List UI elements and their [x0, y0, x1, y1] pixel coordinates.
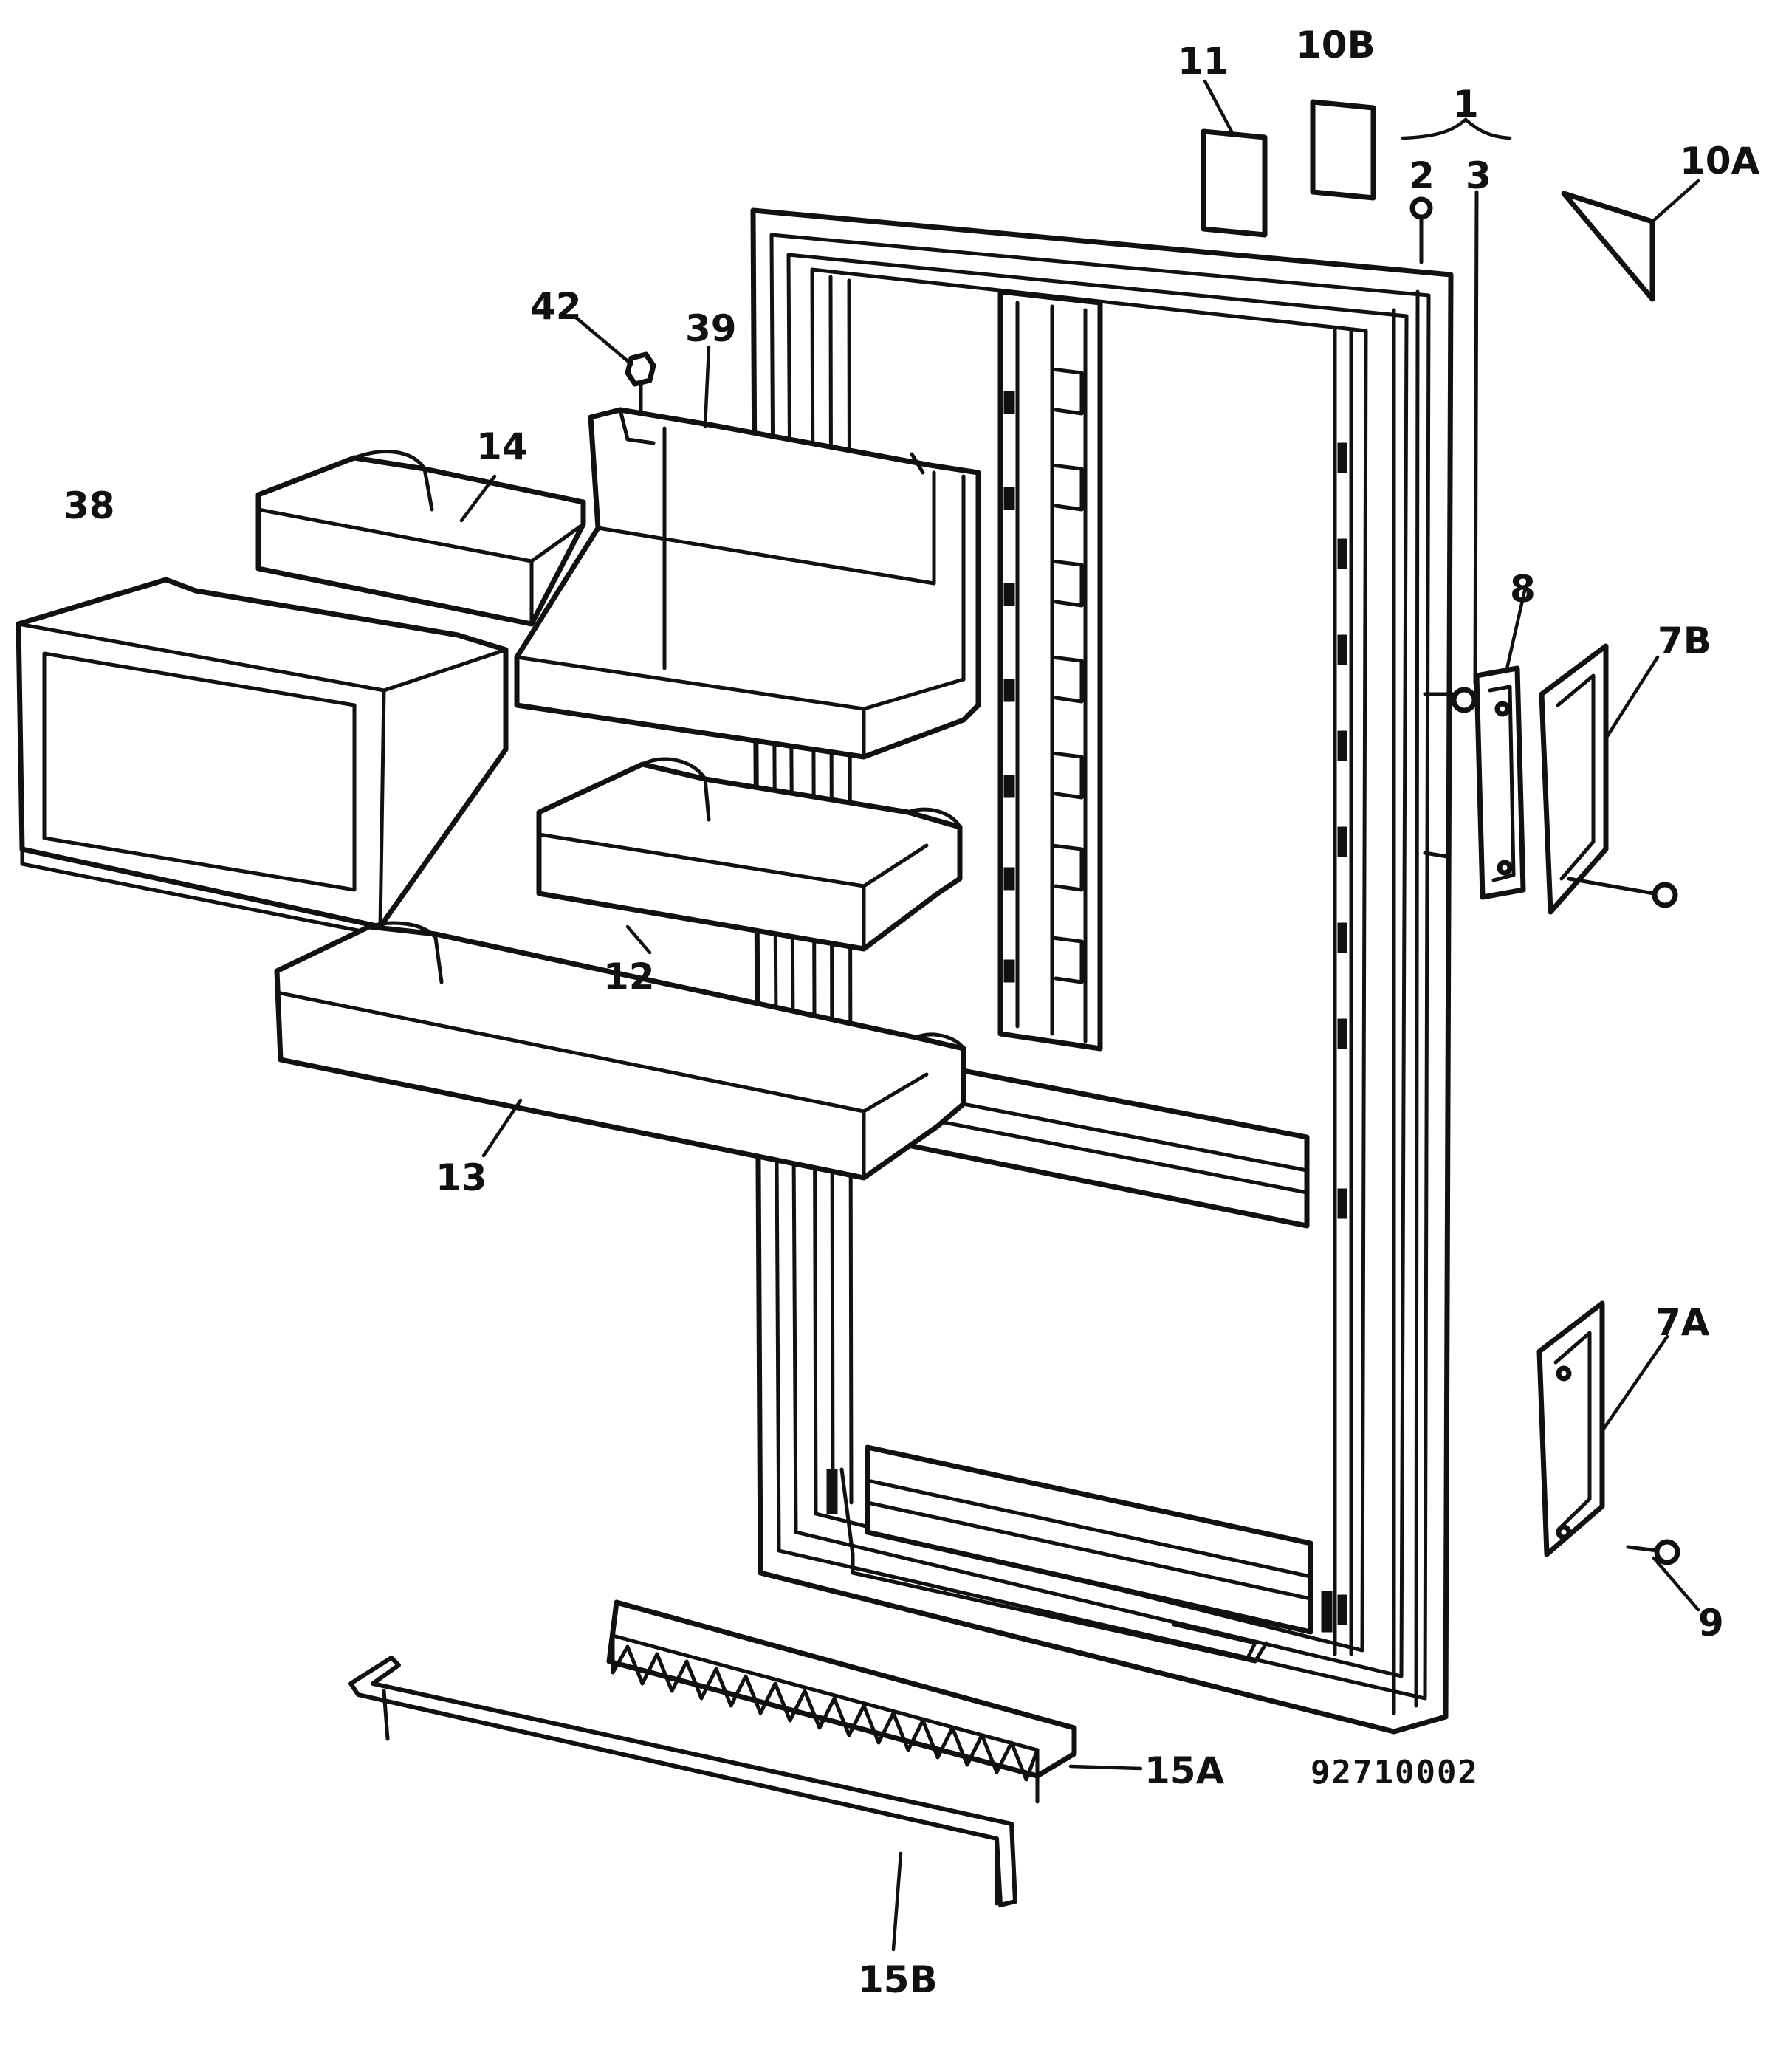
part-8-hinge-plate	[1474, 665, 1526, 900]
label-part-7b: 7B	[1658, 620, 1711, 662]
part-12-door-shelf	[536, 757, 963, 952]
part-39-door-bin	[514, 407, 981, 760]
drawing-number: 92710002	[1311, 1754, 1479, 1791]
part-10b-label-plate	[1310, 99, 1376, 201]
part-10a-wedge	[1561, 191, 1655, 302]
part-7a-hinge	[1536, 1300, 1605, 1557]
part-14-door-shelf	[255, 450, 586, 627]
label-part-9: 9	[1698, 1602, 1724, 1644]
part-9-screw	[1626, 1539, 1680, 1565]
label-part-12: 12	[603, 956, 655, 998]
leader-lines	[459, 79, 1700, 1952]
door-ledge-bottom	[826, 1444, 1333, 1664]
label-part-10a: 10A	[1680, 140, 1760, 182]
label-part-39: 39	[685, 307, 737, 350]
part-15b-rod	[348, 1656, 1017, 1907]
label-part-42: 42	[530, 285, 582, 328]
label-part-7a: 7A	[1655, 1301, 1710, 1344]
label-part-15a: 15A	[1144, 1749, 1225, 1792]
label-part-2: 2	[1409, 154, 1435, 197]
part-42-nut	[625, 351, 656, 416]
part-2-screw	[1409, 196, 1433, 264]
label-part-14: 14	[476, 425, 528, 468]
part-3-pin	[1423, 190, 1479, 859]
part-13-door-shelf	[274, 921, 966, 1181]
label-part-10b: 10B	[1296, 24, 1376, 66]
label-part-13: 13	[436, 1156, 487, 1199]
label-part-3: 3	[1466, 154, 1491, 197]
label-part-38: 38	[63, 484, 115, 527]
label-part-1: 1	[1453, 83, 1479, 126]
label-part-15b: 15B	[858, 1958, 938, 2001]
part-7b-hinge	[1539, 643, 1678, 915]
shelf-support-column	[997, 289, 1103, 1052]
part-11-label-plate	[1201, 128, 1268, 238]
part-15a-kick-grille	[606, 1599, 1077, 1804]
part-38-tray	[16, 577, 509, 936]
label-part-8: 8	[1510, 568, 1536, 611]
liner-tabs	[1337, 442, 1347, 1625]
label-part-11: 11	[1178, 40, 1229, 83]
